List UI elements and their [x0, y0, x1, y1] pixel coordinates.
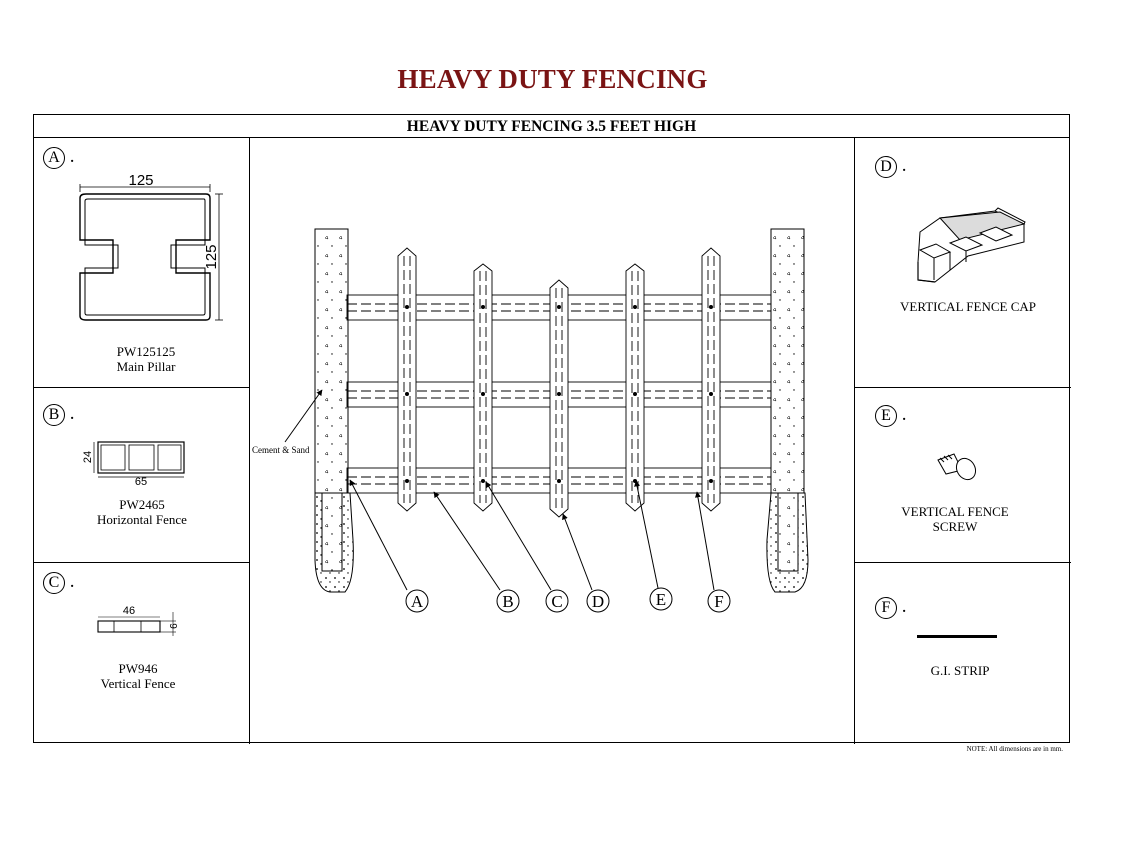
dimension-note: NOTE: All dimensions are in mm.: [966, 745, 1063, 753]
pillar-height-dim: 125: [203, 244, 220, 269]
part-f-marker: F .: [875, 596, 907, 619]
part-b-name: Horizontal Fence: [97, 512, 187, 527]
callout-d-leader: [562, 513, 593, 591]
part-a-caption: PW125125 Main Pillar: [76, 344, 216, 374]
main-pillar-profile: [79, 184, 223, 321]
part-e-name-2: SCREW: [932, 519, 978, 534]
main-pillars: [314, 228, 809, 593]
part-b-code: PW2465: [119, 497, 165, 512]
part-c-caption: PW946 Vertical Fence: [68, 661, 208, 691]
part-d-marker: D .: [875, 155, 907, 178]
callout-a-leader: [349, 479, 408, 591]
horizontal-fence-profile: [93, 441, 185, 478]
page-title: HEAVY DUTY FENCING: [397, 64, 708, 94]
horizontal-fence-height-dim: 24: [82, 451, 94, 463]
callout-d-label: D: [592, 592, 604, 611]
callout-f-label: F: [714, 592, 723, 611]
fence-screw-drawing: [937, 453, 977, 481]
callout-a-label: A: [411, 592, 424, 611]
pillar-width-dim: 125: [128, 172, 153, 189]
drawing-frame: HEAVY DUTY FENCING 3.5 FEET HIGH: [33, 114, 1071, 744]
part-a-marker: A .: [43, 146, 75, 169]
part-b-caption: PW2465 Horizontal Fence: [72, 497, 212, 527]
callout-e-leader: [634, 480, 659, 589]
part-c-name: Vertical Fence: [100, 676, 176, 691]
part-e-name-1: VERTICAL FENCE: [901, 504, 1009, 519]
cement-leader: [284, 389, 323, 443]
divider-d-e: [854, 387, 1071, 388]
part-f-caption: G.I. STRIP: [930, 663, 990, 678]
divider-a-b: [34, 387, 250, 388]
callout-e-label: E: [656, 590, 666, 609]
vertical-fence-thick-dim: 9: [167, 623, 178, 629]
part-d-caption: VERTICAL FENCE CAP: [900, 299, 1036, 314]
callout-b-circle: [496, 589, 520, 613]
divider-b-c: [34, 562, 250, 563]
divider-left: [249, 138, 250, 744]
callout-f-circle: [707, 589, 731, 613]
fence-assembly: A B C D E F Cement & Sand: [252, 228, 809, 613]
callout-d-circle: [586, 589, 610, 613]
gi-strip-drawing: [917, 635, 997, 638]
divider-right: [854, 138, 855, 744]
vertical-fence-profile: [97, 612, 176, 636]
part-c-marker: C .: [43, 571, 75, 594]
callout-b-label: B: [502, 592, 513, 611]
part-c-code: PW946: [118, 661, 158, 676]
vertical-pickets: [397, 247, 721, 518]
horizontal-fence-width-dim: 65: [135, 476, 147, 488]
part-a-name: Main Pillar: [116, 359, 176, 374]
part-e-marker: E .: [875, 404, 907, 427]
part-e-caption: VERTICAL FENCE SCREW: [880, 504, 1030, 534]
callout-a-circle: [405, 589, 429, 613]
vertical-fence-width-dim: 46: [123, 605, 135, 617]
cement-label: Cement & Sand: [252, 445, 310, 455]
callout-e-circle: [649, 587, 673, 611]
callout-c-leader: [485, 481, 552, 591]
part-b-marker: B .: [43, 403, 75, 426]
drawing-subtitle: HEAVY DUTY FENCING 3.5 FEET HIGH: [34, 115, 1069, 138]
callout-b-leader: [433, 491, 501, 591]
callout-c-label: C: [551, 592, 562, 611]
fence-cap-drawing: [917, 207, 1026, 283]
callout-f-leader: [694, 491, 715, 591]
callout-c-circle: [545, 589, 569, 613]
part-a-code: PW125125: [116, 344, 176, 359]
divider-e-f: [854, 562, 1071, 563]
